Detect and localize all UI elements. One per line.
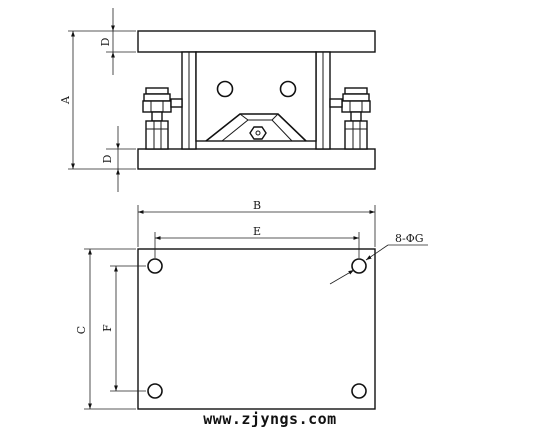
- load-cell-hole-left: [216, 80, 234, 98]
- plan-view: B E C F 8-ΦG: [75, 199, 428, 410]
- dimension-e: E: [155, 225, 359, 240]
- mounting-hole-bottom-right: [351, 383, 367, 399]
- mounting-hole-top-left: [147, 258, 163, 274]
- bottom-plate: [137, 148, 376, 170]
- side-view: A D D: [59, 8, 376, 192]
- left-support-column: [181, 51, 197, 150]
- dimension-label-f: F: [101, 324, 114, 332]
- right-stop-bolt: [329, 87, 371, 150]
- hole-callout-label: 8-ΦG: [395, 232, 424, 245]
- left-stop-bolt: [142, 87, 183, 150]
- dimension-label-d-bottom: D: [101, 154, 114, 163]
- dimension-d-top: D: [99, 8, 115, 75]
- load-cell-body: [195, 51, 317, 142]
- mounting-hole-bottom-left: [147, 383, 163, 399]
- dimension-d-bottom: D: [101, 126, 120, 192]
- right-support-column: [315, 51, 331, 150]
- dimension-label-e: E: [253, 225, 261, 238]
- hex-nut-icon: [249, 126, 267, 140]
- rocker-notch: [205, 113, 307, 142]
- dimension-label-a: A: [59, 95, 72, 105]
- load-cell-hole-right: [279, 80, 297, 98]
- dimension-b: B: [138, 199, 375, 214]
- dimension-label-c: C: [75, 326, 88, 334]
- watermark-text: www.zjyngs.com: [203, 410, 336, 428]
- dimension-c: C: [75, 249, 92, 409]
- dimension-label-b: B: [253, 199, 261, 212]
- mounting-hole-top-right: [351, 258, 367, 274]
- hole-callout: 8-ΦG: [329, 232, 428, 285]
- dimension-label-d-top: D: [99, 37, 112, 46]
- base-plate-outline: [137, 248, 376, 410]
- top-plate: [137, 30, 376, 53]
- dimension-a: A: [59, 31, 75, 169]
- dimension-f: F: [101, 266, 118, 391]
